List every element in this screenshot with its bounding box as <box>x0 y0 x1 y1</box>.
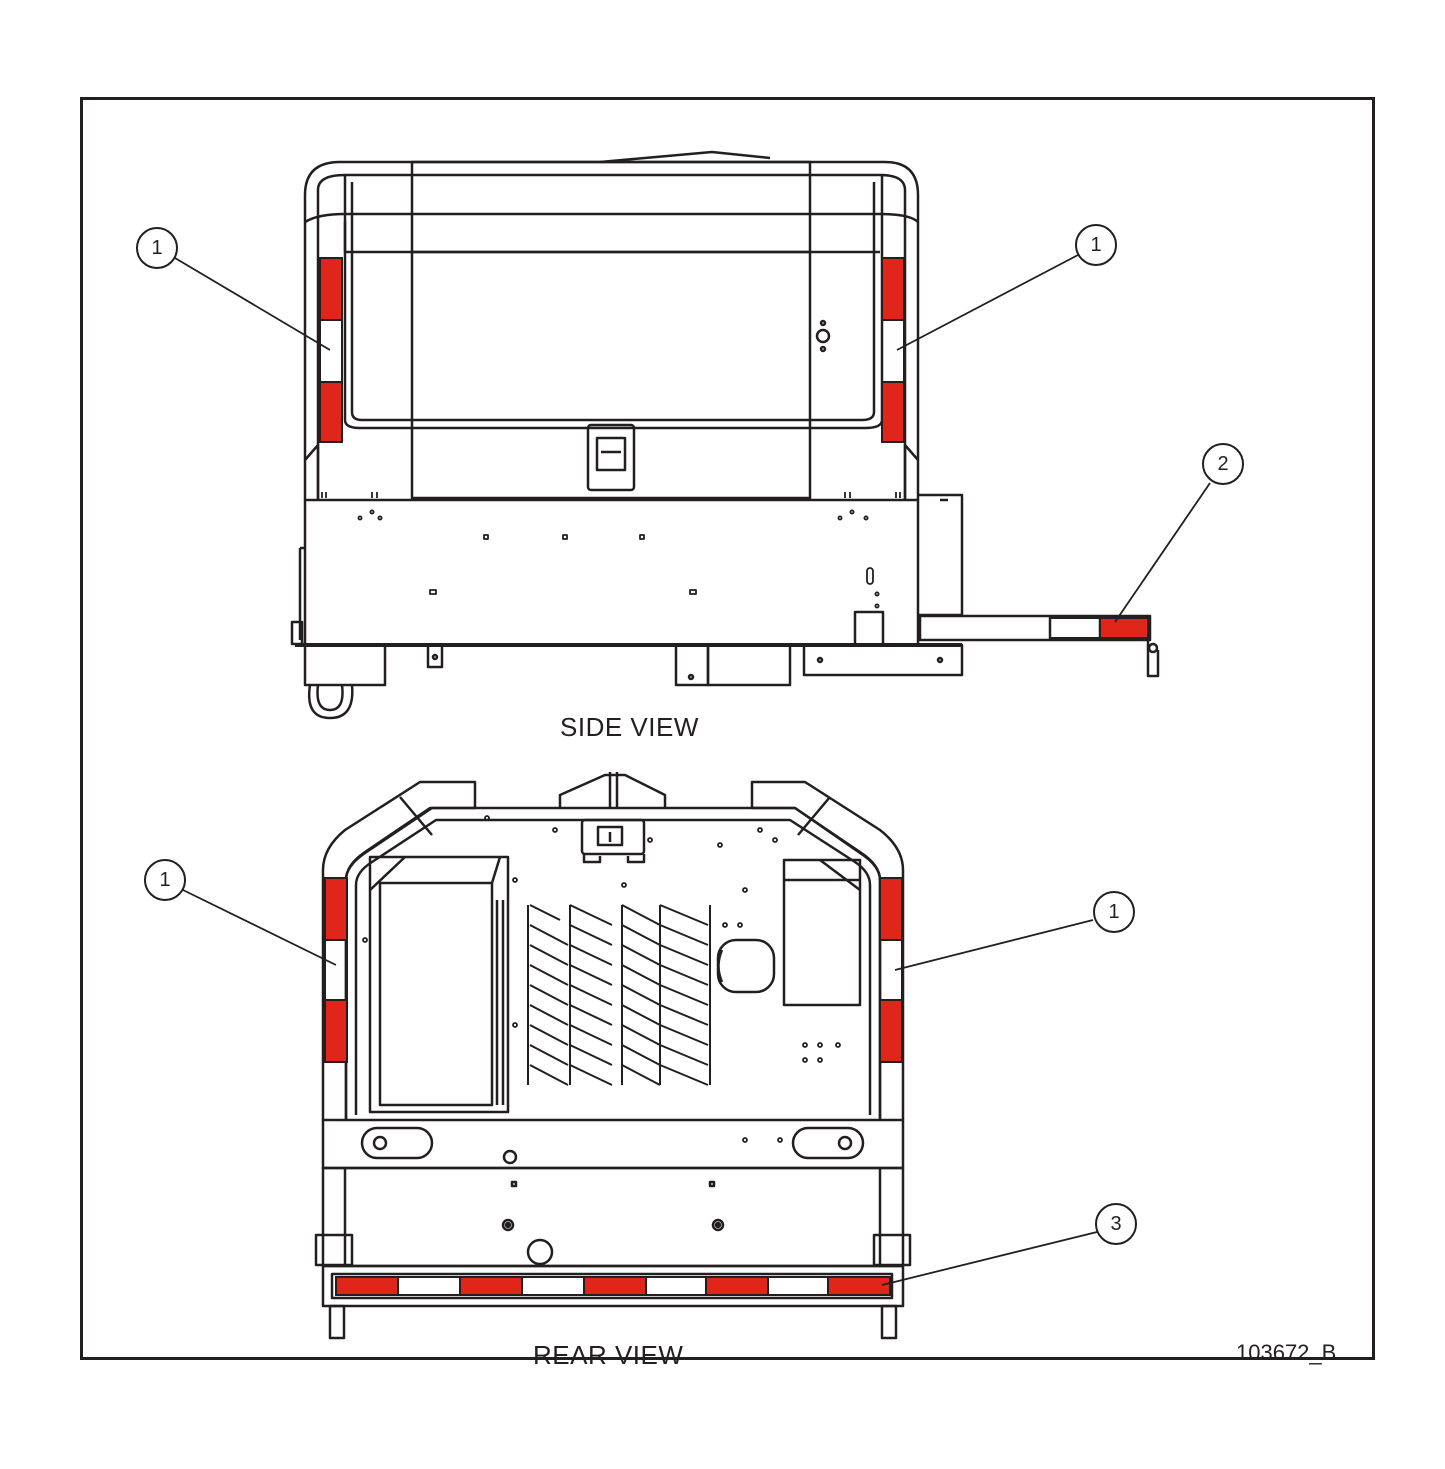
callout-side-right-bubble <box>1075 224 1117 266</box>
reflector-side-left-upper <box>319 257 343 321</box>
callout-rear-left-number: 1 <box>159 869 170 891</box>
rear-lifting-bracket <box>558 773 667 808</box>
rear-view <box>314 772 912 1340</box>
reflector-rear-left-upper <box>324 877 348 941</box>
callout-rear-bumper-number: 3 <box>1110 1213 1121 1235</box>
rear-left-opening <box>368 855 510 1114</box>
reflector-bumper-5 <box>827 1276 891 1296</box>
callout-rear-right-number: 1 <box>1108 901 1119 923</box>
side-view-label: SIDE VIEW <box>560 712 699 742</box>
callout-side-left-number: 1 <box>151 237 162 259</box>
callout-side-left-bubble <box>136 227 178 269</box>
rear-forklift-slot-right <box>791 1126 865 1160</box>
callout-rear-bumper-bubble <box>1095 1203 1137 1245</box>
rear-louvers <box>527 904 711 1086</box>
side-lower-panel <box>303 498 920 647</box>
callout-rear-right-bubble <box>1093 891 1135 933</box>
side-view <box>290 150 1160 720</box>
rear-base <box>321 1166 905 1268</box>
callout-side-tongue-bubble <box>1202 443 1244 485</box>
rear-forklift-slot-left <box>360 1126 434 1160</box>
reflector-bumper-4 <box>705 1276 769 1296</box>
rear-bumper <box>321 1264 905 1308</box>
drawing-frame <box>80 97 1375 1360</box>
callout-rear-left-bubble <box>144 859 186 901</box>
side-door-latch <box>586 423 636 492</box>
side-door-knob <box>815 328 831 344</box>
rear-access-port <box>716 938 776 994</box>
reflector-rear-left-lower <box>324 999 348 1063</box>
reflector-rear-right-lower <box>879 999 903 1063</box>
reflector-rear-right-upper <box>879 877 903 941</box>
callout-side-right-number: 1 <box>1090 234 1101 256</box>
side-door-panel <box>410 160 812 500</box>
reflector-bumper-2 <box>459 1276 523 1296</box>
reflector-bumper-3 <box>583 1276 647 1296</box>
rear-main-panel <box>344 806 882 1120</box>
callout-side-tongue-number: 2 <box>1217 453 1228 475</box>
reflector-side-right-upper <box>881 257 905 321</box>
side-tongue <box>918 614 1152 642</box>
drawing-number: 103672_B <box>1236 1340 1337 1365</box>
reflector-side-right-lower <box>881 381 905 443</box>
reflector-side-left-lower <box>319 381 343 443</box>
reflector-bumper-1 <box>335 1276 399 1296</box>
side-lift-eye <box>307 684 354 720</box>
reflector-side-tongue <box>1099 617 1149 639</box>
rear-view-label: REAR VIEW <box>533 1340 684 1370</box>
side-enclosure-inner-top <box>316 173 907 500</box>
rear-receptacle <box>580 818 646 856</box>
